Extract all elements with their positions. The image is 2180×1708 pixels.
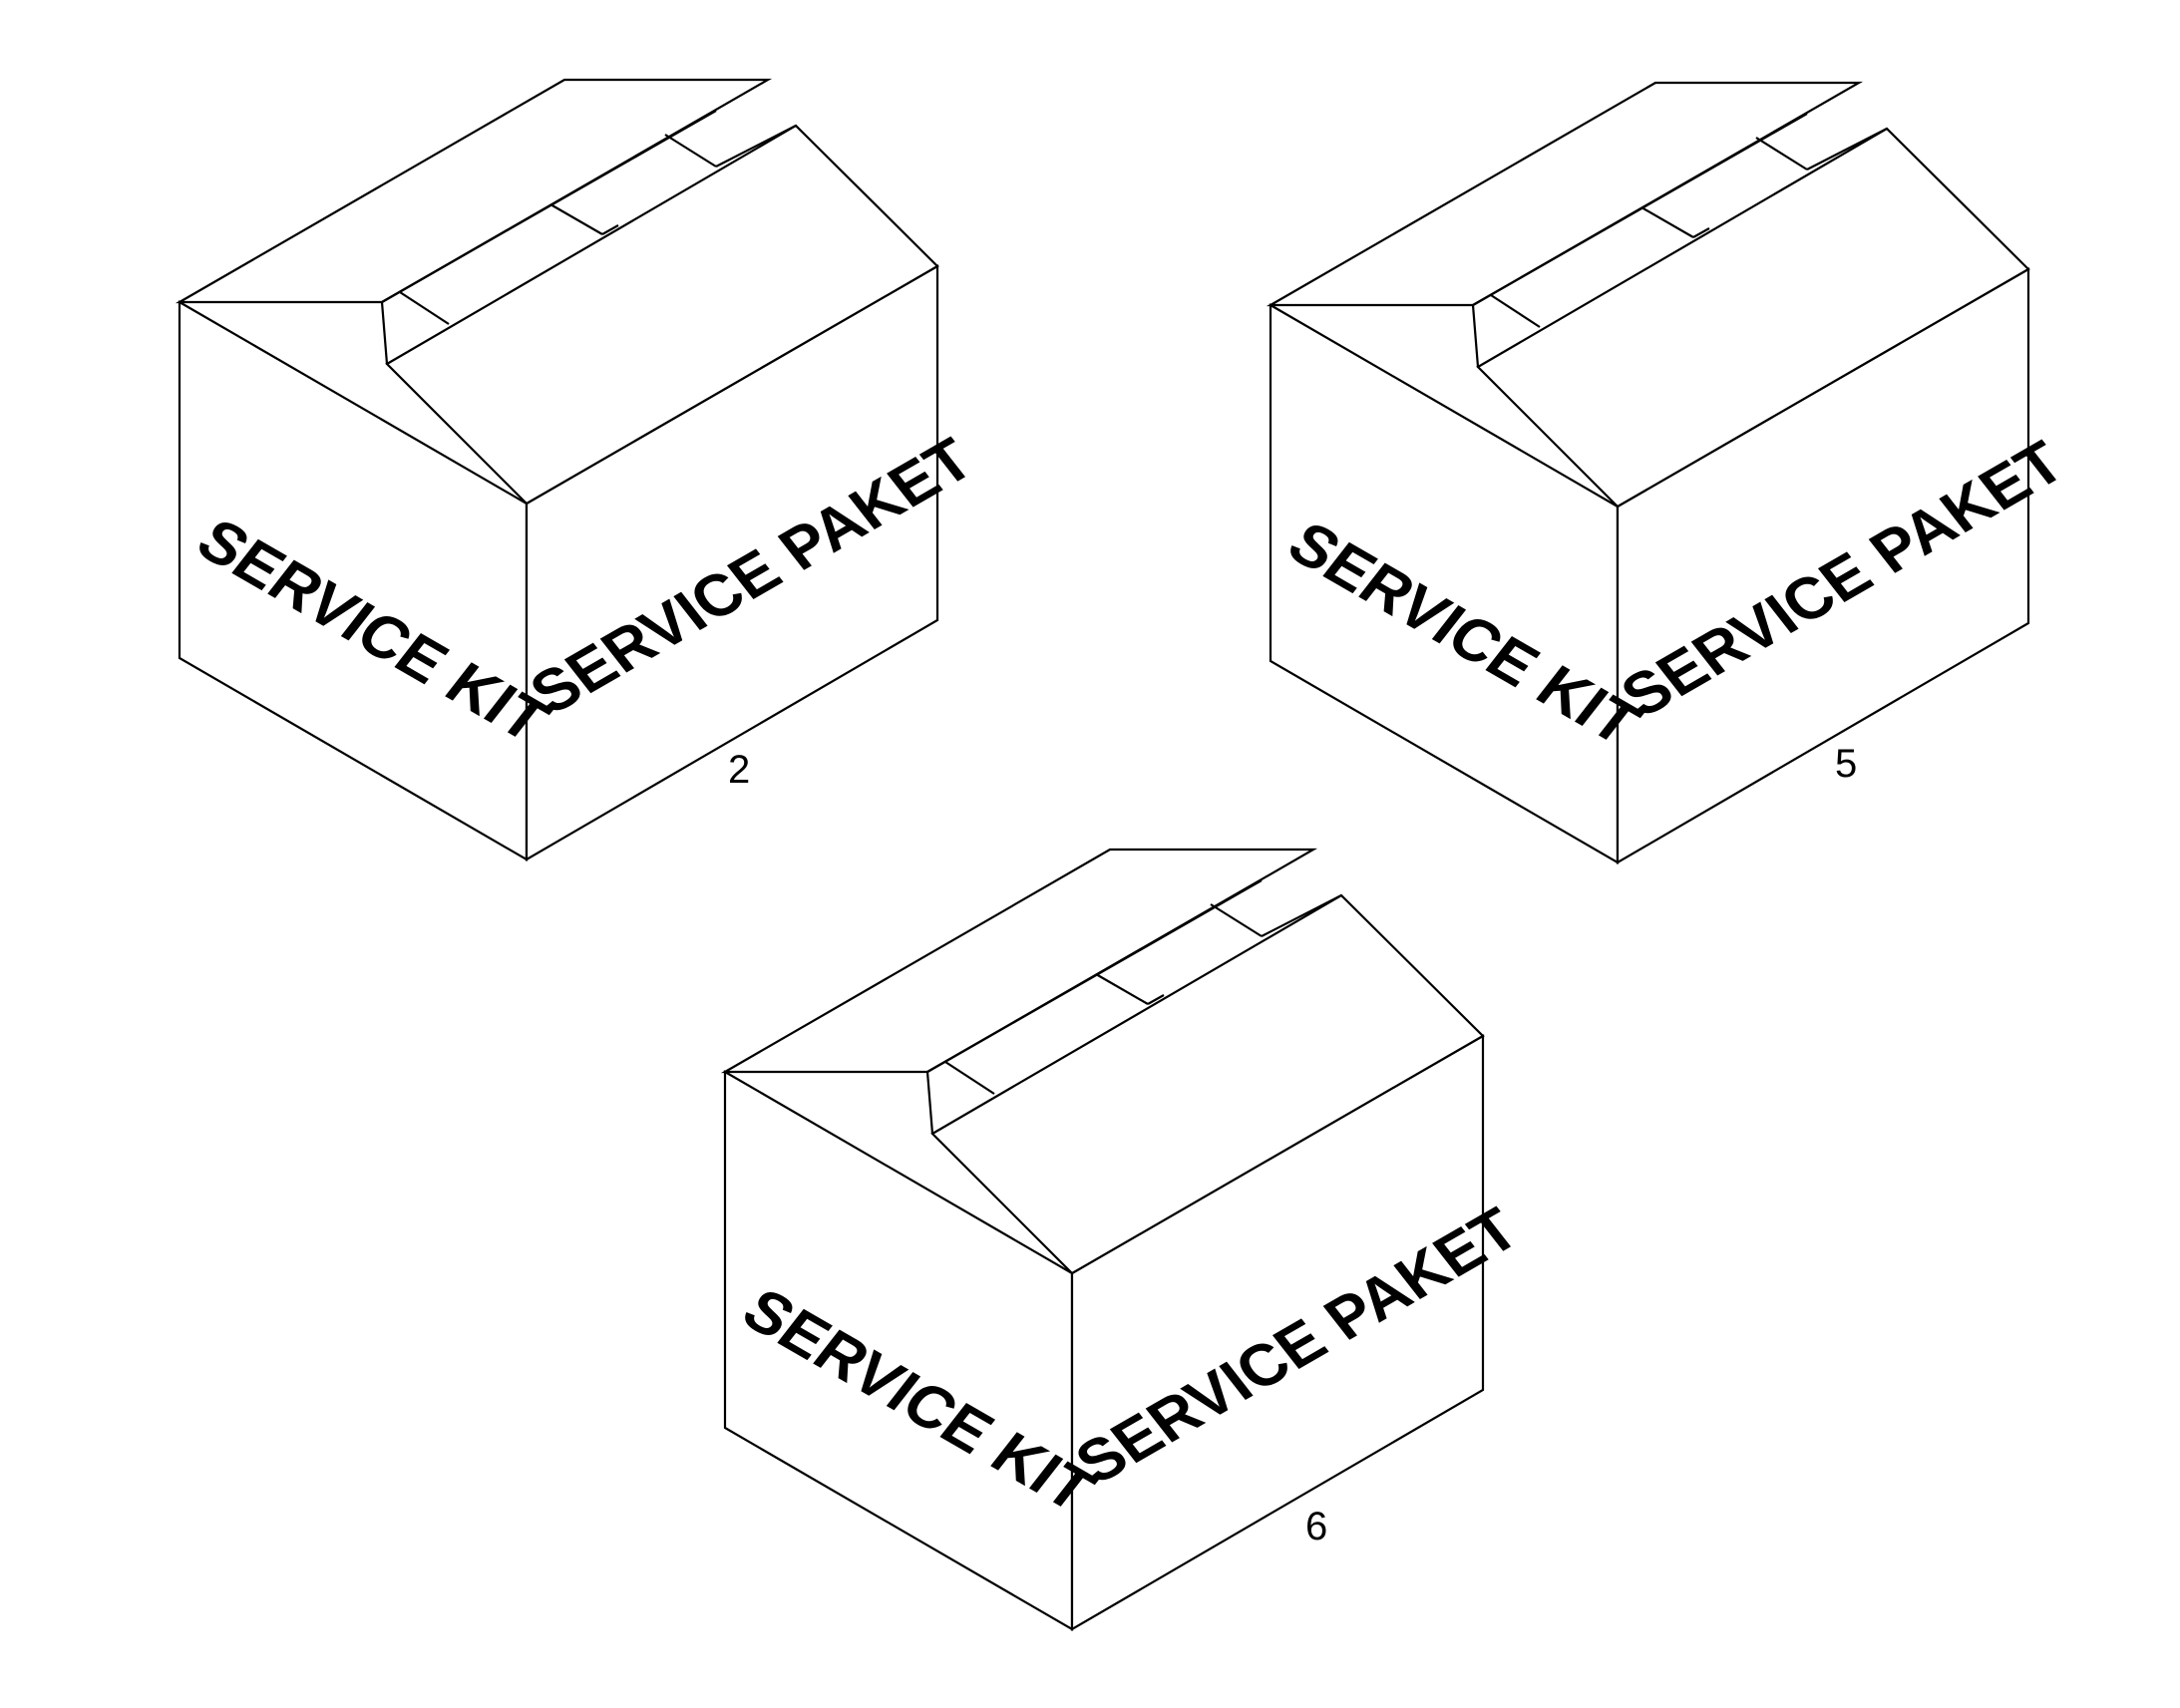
box-6-number: 6 [1305, 1505, 1327, 1548]
box-5: SERVICE KIT SERVICE PAKET 5 [1269, 81, 2077, 864]
box-2-number: 2 [728, 748, 750, 792]
box-5-number: 5 [1835, 742, 1857, 786]
box-6: SERVICE KIT SERVICE PAKET 6 [723, 848, 1532, 1631]
box-2: SERVICE KIT SERVICE PAKET 2 [178, 78, 986, 861]
